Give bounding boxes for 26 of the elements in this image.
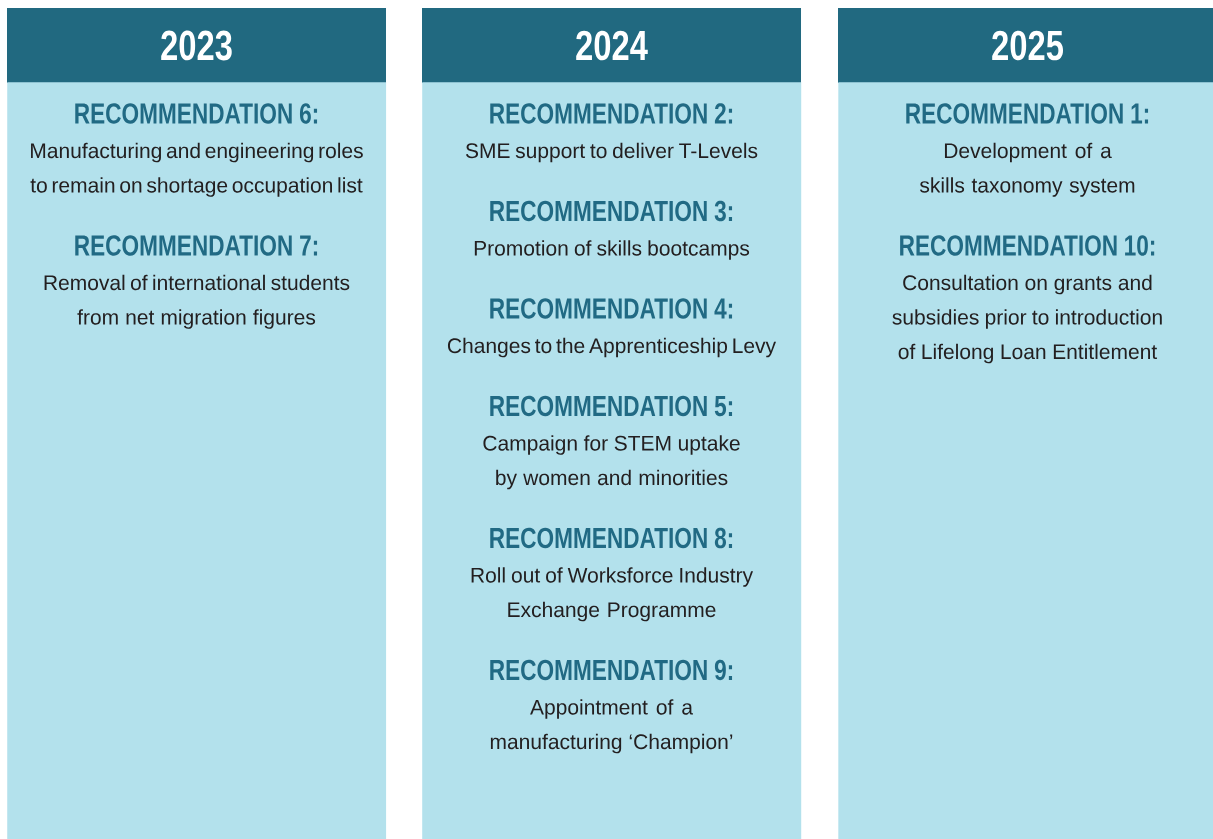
recommendation-text: Manufacturing and engineering roles to remain on shortage occupation list — [30, 142, 363, 197]
recommendation-text: Removal of international students from net migration figures — [44, 274, 350, 329]
recommendation-text: Roll out of Worksforce Industry Exchange Programme — [471, 567, 754, 622]
year-header: 2024 — [422, 8, 801, 83]
recommendation-text: Changes to the Apprenticeship Levy — [447, 337, 776, 358]
recommendation-text: Development of a skills taxonomy system — [919, 142, 1135, 197]
recommendation-heading: RECOMMENDATION 5: — [490, 395, 733, 417]
recommendation-heading: RECOMMENDATION 7: — [75, 235, 318, 256]
recommendation-text: SME support to deliver T-Levels — [465, 142, 758, 163]
recommendation-heading: RECOMMENDATION 6: — [75, 103, 318, 124]
recommendation-heading: RECOMMENDATION 2: — [490, 103, 733, 124]
column-panel — [838, 82, 1213, 839]
year-header: 2025 — [838, 8, 1213, 83]
column-panel — [422, 82, 802, 839]
recommendation-heading: RECOMMENDATION 3: — [490, 200, 733, 222]
recommendation-text: Campaign for STEM uptake by women and minorities — [483, 435, 740, 490]
recommendation-text: Consultation on grants and subsidies prior to introduction of Lifelong Loan Entitlement — [892, 274, 1162, 364]
recommendation-heading: RECOMMENDATION 1: — [906, 103, 1149, 124]
recommendation-heading: RECOMMENDATION 9: — [490, 659, 733, 681]
recommendation-heading: RECOMMENDATION 10: — [900, 235, 1155, 256]
recommendation-text: Promotion of skills bootcamps — [474, 240, 750, 260]
year-header: 2023 — [7, 8, 386, 83]
recommendation-heading: RECOMMENDATION 4: — [490, 298, 733, 319]
recommendation-heading: RECOMMENDATION 8: — [490, 527, 733, 549]
recommendation-text: Appointment of a manufacturing ‘Champion’ — [490, 699, 733, 754]
column-panel — [7, 82, 387, 839]
